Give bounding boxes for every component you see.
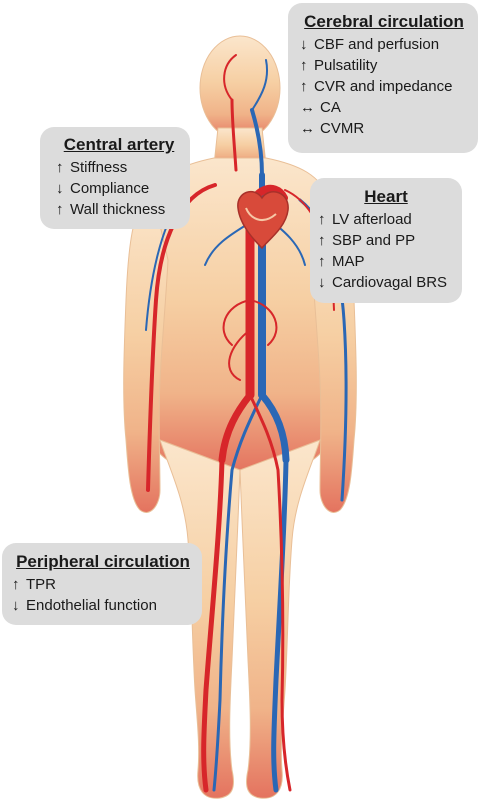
- central-item-text: Wall thickness: [70, 201, 166, 218]
- heart-item: ↓ Cardiovagal BRS: [318, 272, 454, 293]
- peripheral-item: ↑ TPR: [12, 574, 194, 595]
- heart-item: ↑ MAP: [318, 251, 454, 272]
- cerebral-item: ↔ CA: [300, 97, 468, 118]
- increase-arrow: ↑: [318, 232, 326, 249]
- cerebral-item: ↑ Pulsatility: [300, 55, 468, 76]
- cerebral-item: ↔ CVMR: [300, 118, 468, 139]
- heart-box: Heart ↑ LV afterload ↑ SBP and PP ↑ MAP ↓ Ca…: [310, 178, 462, 303]
- leg-vein-right: [271, 457, 289, 793]
- peripheral-circulation-box: Peripheral circulation ↑ TPR ↓ Endothelial…: [2, 543, 202, 625]
- leg-artery-left: [201, 457, 225, 793]
- central-item-text: Stiffness: [70, 159, 128, 176]
- leg-vein-left: [212, 393, 264, 792]
- peripheral-item: ↓ Endothelial function: [12, 595, 194, 616]
- heart-item-text: LV afterload: [332, 211, 412, 228]
- heart-item-text: SBP and PP: [332, 232, 416, 249]
- iliac-vein-right: [258, 391, 290, 464]
- cerebral-item: ↓ CBF and perfusion: [300, 34, 468, 55]
- decrease-arrow: ↓: [56, 180, 64, 197]
- increase-arrow: ↑: [56, 201, 64, 218]
- increase-arrow: ↑: [300, 78, 308, 95]
- cerebral-circulation-title: Cerebral circulation: [304, 12, 464, 31]
- jugular-vein: [250, 108, 264, 177]
- cerebral-item-text: CBF and perfusion: [314, 36, 440, 53]
- increase-arrow: ↑: [318, 253, 326, 270]
- heart-title: Heart: [364, 187, 408, 206]
- increase-arrow: ↑: [318, 211, 326, 228]
- heart-item-text: MAP: [332, 253, 365, 270]
- decrease-arrow: ↓: [12, 597, 20, 614]
- decrease-arrow: ↓: [300, 36, 308, 53]
- leg-artery-right: [248, 393, 292, 792]
- central-item: ↑ Stiffness: [56, 157, 182, 178]
- central-item: ↑ Wall thickness: [56, 199, 182, 220]
- peripheral-circulation-title: Peripheral circulation: [16, 552, 190, 571]
- head-artery: [223, 54, 237, 101]
- central-item-text: Compliance: [70, 180, 150, 197]
- cerebral-item-text: CVR and impedance: [314, 78, 453, 95]
- heart-item: ↑ LV afterload: [318, 209, 454, 230]
- gut-arteries: [222, 299, 278, 381]
- cerebral-item-text: CA: [320, 99, 341, 116]
- heart-item-text: Cardiovagal BRS: [332, 274, 448, 291]
- peripheral-item-text: Endothelial function: [26, 597, 157, 614]
- iliac-artery-left: [218, 391, 254, 464]
- carotid-artery: [230, 98, 238, 172]
- central-artery-box: Central artery ↑ Stiffness ↓ Compliance ↑ W…: [40, 127, 190, 229]
- no-change-arrow: ↔: [300, 120, 315, 137]
- cerebral-circulation-box: Cerebral circulation ↓CBF and perfusion …: [288, 3, 478, 153]
- heart-item: ↑ SBP and PP: [318, 230, 454, 251]
- cerebral-item-text: Pulsatility: [314, 57, 378, 74]
- increase-arrow: ↑: [12, 576, 20, 593]
- heart-organ: [237, 190, 289, 250]
- cerebral-item-text: CVMR: [320, 120, 365, 137]
- head-vein: [251, 59, 268, 111]
- decrease-arrow: ↓: [318, 274, 326, 291]
- increase-arrow: ↑: [56, 159, 64, 176]
- peripheral-item-text: TPR: [26, 576, 56, 593]
- increase-arrow: ↑: [300, 57, 308, 74]
- central-artery-title: Central artery: [63, 135, 175, 154]
- central-item: ↓ Compliance: [56, 178, 182, 199]
- cerebral-item: ↑ CVR and impedance: [300, 76, 468, 97]
- no-change-arrow: ↔: [300, 99, 315, 116]
- left-arm: [123, 189, 169, 513]
- head: [199, 35, 281, 141]
